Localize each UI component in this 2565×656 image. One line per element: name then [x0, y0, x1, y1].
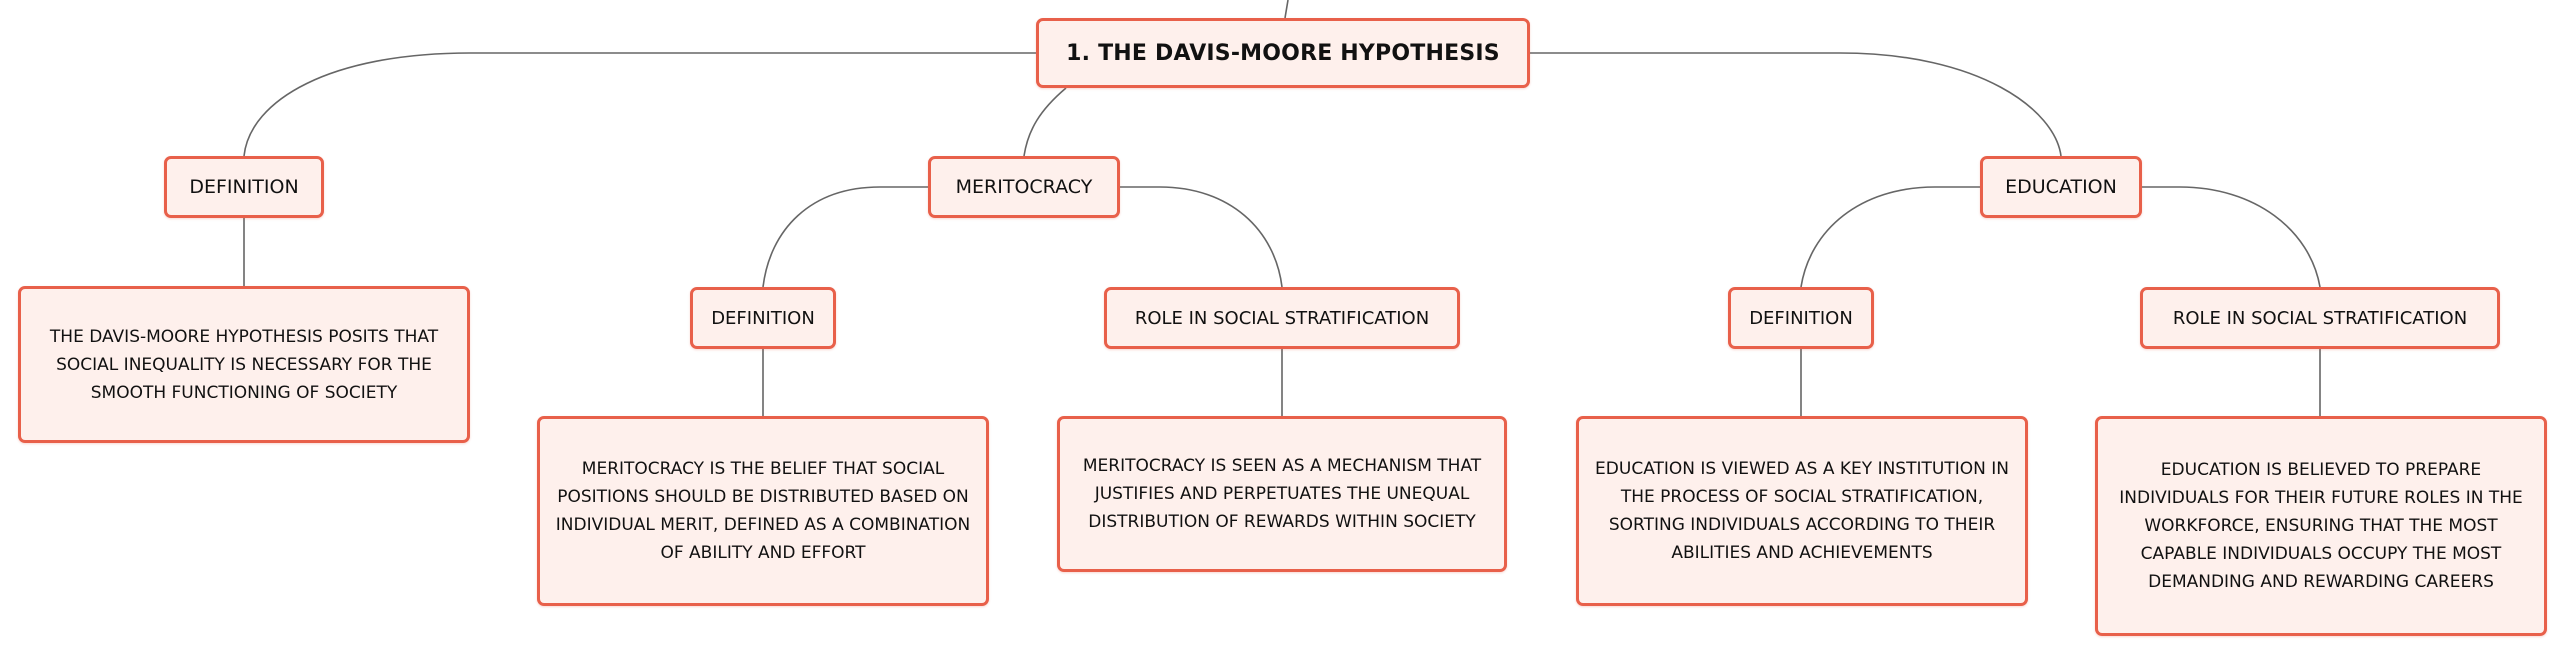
subtopic-node-meritocracy-definition[interactable]: DEFINITION	[690, 287, 836, 349]
leaf-node-meritocracy-definition-text[interactable]: MERITOCRACY IS THE BELIEF THAT SOCIAL PO…	[537, 416, 989, 606]
connector-root-education	[1530, 52, 2062, 157]
connector-root-definition	[243, 52, 1036, 157]
root-title: 1. THE DAVIS-MOORE HYPOTHESIS	[1066, 40, 1500, 66]
subtopic-label: ROLE IN SOCIAL STRATIFICATION	[2172, 307, 2468, 329]
connector-meritocracy-role	[1120, 186, 1283, 288]
leaf-node-meritocracy-role-text[interactable]: MERITOCRACY IS SEEN AS A MECHANISM THAT …	[1057, 416, 1507, 572]
leaf-text: MERITOCRACY IS THE BELIEF THAT SOCIAL PO…	[555, 459, 971, 563]
leaf-text: THE DAVIS-MOORE HYPOTHESIS POSITS THAT S…	[49, 326, 439, 403]
subtopic-label: DEFINITION	[711, 307, 815, 329]
connector-education-role	[2142, 186, 2321, 288]
connector-meritocracy-definition	[762, 186, 928, 288]
topic-label: EDUCATION	[2005, 176, 2117, 198]
topic-label: DEFINITION	[189, 176, 299, 198]
subtopic-node-meritocracy-role[interactable]: ROLE IN SOCIAL STRATIFICATION	[1104, 287, 1460, 349]
leaf-text: EDUCATION IS BELIEVED TO PREPARE INDIVID…	[2119, 460, 2523, 592]
leaf-text: EDUCATION IS VIEWED AS A KEY INSTITUTION…	[1595, 459, 2009, 563]
topic-node-definition[interactable]: DEFINITION	[164, 156, 324, 218]
leaf-node-education-definition-text[interactable]: EDUCATION IS VIEWED AS A KEY INSTITUTION…	[1576, 416, 2028, 606]
topic-label: MERITOCRACY	[955, 176, 1093, 198]
subtopic-node-education-role[interactable]: ROLE IN SOCIAL STRATIFICATION	[2140, 287, 2500, 349]
topic-node-meritocracy[interactable]: MERITOCRACY	[928, 156, 1120, 218]
subtopic-node-education-definition[interactable]: DEFINITION	[1728, 287, 1874, 349]
connector-root-meritocracy	[1023, 87, 1067, 157]
leaf-node-definition-text[interactable]: THE DAVIS-MOORE HYPOTHESIS POSITS THAT S…	[18, 286, 470, 443]
subtopic-label: DEFINITION	[1749, 307, 1853, 329]
subtopic-label: ROLE IN SOCIAL STRATIFICATION	[1134, 307, 1430, 329]
leaf-node-education-role-text[interactable]: EDUCATION IS BELIEVED TO PREPARE INDIVID…	[2095, 416, 2547, 636]
topic-node-education[interactable]: EDUCATION	[1980, 156, 2142, 218]
connector-root-up	[1284, 0, 1289, 19]
root-node-davis-moore[interactable]: 1. THE DAVIS-MOORE HYPOTHESIS	[1036, 18, 1530, 88]
leaf-text: MERITOCRACY IS SEEN AS A MECHANISM THAT …	[1082, 456, 1482, 532]
connector-education-definition	[1800, 186, 1980, 288]
